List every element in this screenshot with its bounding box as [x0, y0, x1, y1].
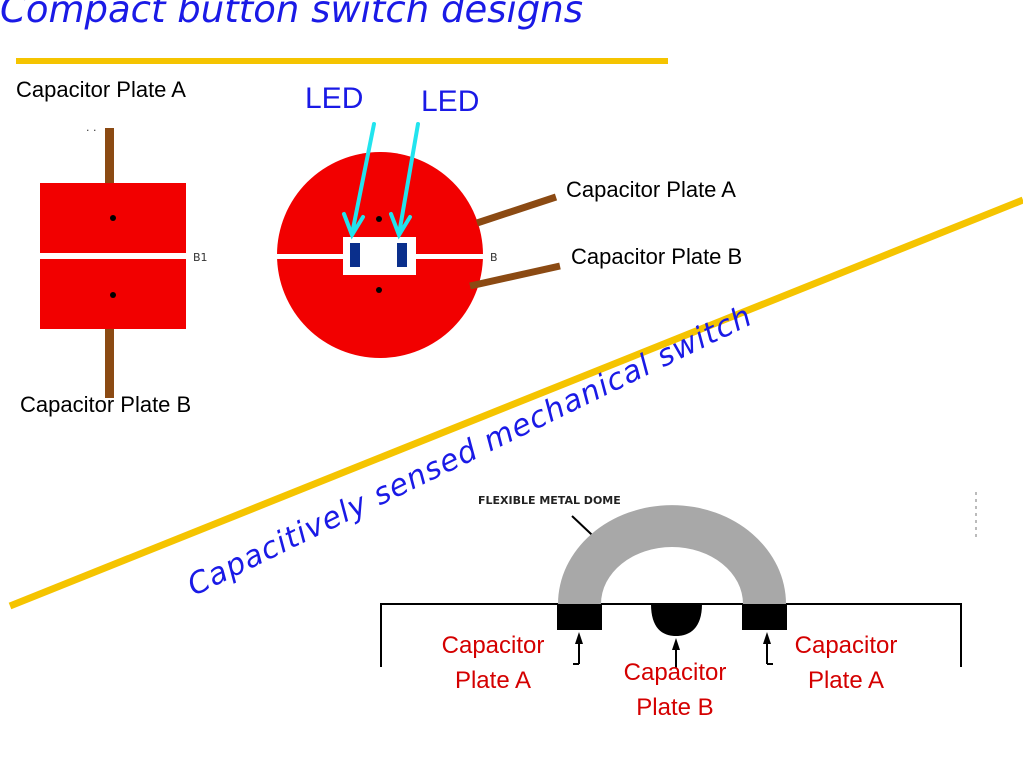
rect-plate-b-label: Capacitor Plate B [20, 392, 192, 417]
dome-left-arrowhead [575, 632, 583, 644]
rect-plate-b-dot [110, 292, 116, 298]
round-button-design: B [275, 152, 561, 358]
round-bottom-dot [376, 287, 382, 293]
dome-left-plate-a-line1: Capacitor [441, 632, 545, 659]
led-arrow-right-head [389, 212, 412, 240]
led-left [350, 243, 360, 267]
led-arrows [342, 122, 420, 240]
led-arrow-right [397, 122, 420, 236]
dome-center-contact [651, 604, 702, 636]
dome-right-plate-a-label: Capacitor Plate A [780, 628, 912, 698]
rect-marker-label: B1 [193, 251, 208, 264]
dome-center-plate-b-line2: Plate B [636, 694, 714, 721]
diagonal-divider [8, 196, 1023, 610]
round-plate-a-label: Capacitor Plate A [566, 177, 736, 202]
dome-left-plate-a-line2: Plate A [454, 667, 532, 694]
led-right [397, 243, 407, 267]
dome-label: FLEXIBLE METAL DOME [478, 494, 621, 507]
round-plate-a-lead [475, 193, 558, 227]
page-title: Compact button switch designs [0, 0, 583, 31]
dome-right-arrowhead [763, 632, 771, 644]
dome-left-contact [557, 604, 602, 630]
dome-center-plate-b-line1: Capacitor [623, 659, 727, 686]
rect-button-design: B1 · · [40, 124, 208, 398]
round-plate-b-lead [469, 262, 561, 290]
title-underline [16, 58, 668, 64]
led-arrow-left [350, 122, 376, 236]
dome-left-plate-a-label: Capacitor Plate A [428, 628, 558, 698]
round-marker-label: B [490, 251, 498, 264]
dome-right-contact [742, 604, 787, 630]
dome-center-arrowhead [672, 638, 680, 650]
rect-plate-a-label: Capacitor Plate A [16, 77, 186, 102]
rect-lead-bottom [105, 328, 114, 398]
rect-plate-a-dot [110, 215, 116, 221]
flexible-dome [558, 505, 786, 604]
dome-right-plate-a-line1: Capacitor [794, 632, 898, 659]
led-label-right: LED [421, 85, 480, 118]
round-plate-b-label: Capacitor Plate B [571, 244, 743, 269]
led-arrow-left-head [342, 212, 365, 240]
rect-lead-top [105, 128, 114, 184]
rect-corner-mark: · · [86, 124, 97, 137]
dome-switch-design: FLEXIBLE METAL DOME [380, 492, 977, 668]
led-label-left: LED [305, 82, 364, 115]
round-top-dot [376, 216, 382, 222]
dome-right-plate-a-line2: Plate A [807, 667, 885, 694]
dome-center-plate-b-label: Capacitor Plate B [605, 655, 745, 725]
